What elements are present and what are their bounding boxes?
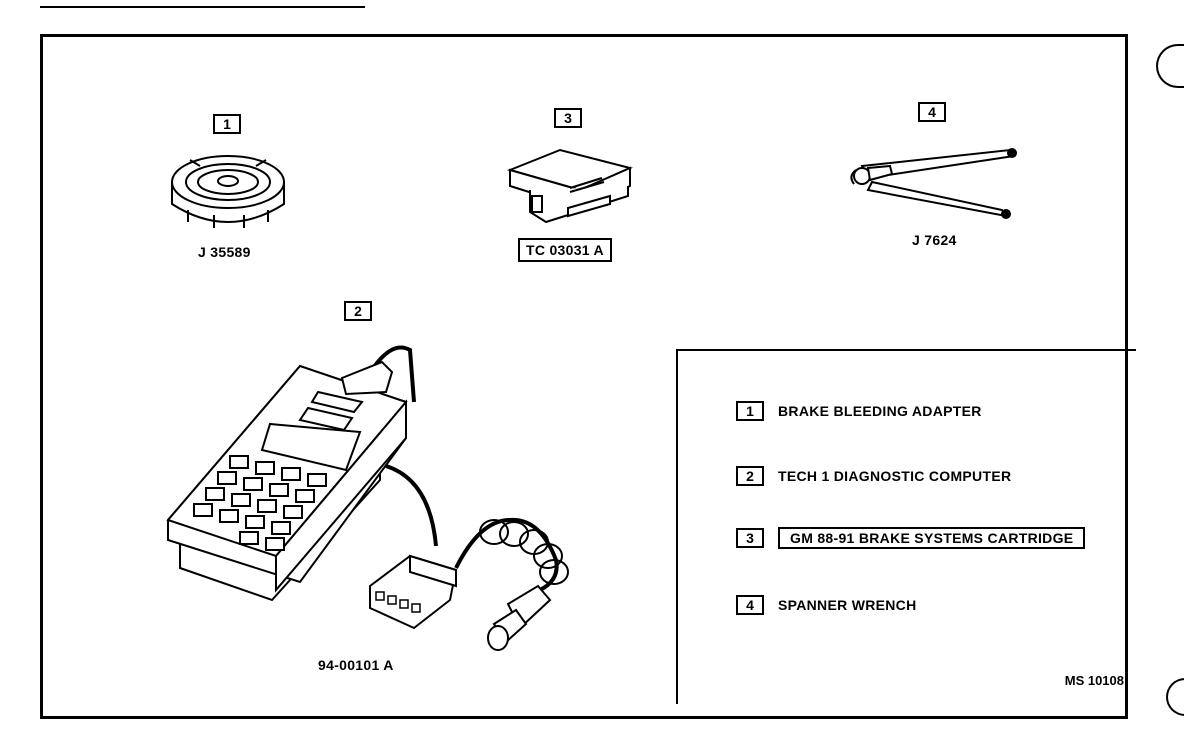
legend-item: 3 GM 88-91 BRAKE SYSTEMS CARTRIDGE [736, 527, 1086, 549]
part-number-2: 94-00101 A [318, 657, 394, 673]
legend-item: 1 BRAKE BLEEDING ADAPTER [736, 400, 982, 422]
figure-frame [40, 34, 1128, 719]
legend-item: 4 SPANNER WRENCH [736, 594, 917, 616]
legend-description: TECH 1 DIAGNOSTIC COMPUTER [778, 468, 1012, 484]
legend-description: BRAKE BLEEDING ADAPTER [778, 403, 982, 419]
part-number-1: J 35589 [198, 244, 251, 260]
callout-4: 4 [918, 102, 946, 122]
callout-1: 1 [213, 114, 241, 134]
part-number-3: TC 03031 A [518, 238, 612, 262]
legend-number: 3 [736, 528, 764, 548]
tech1-computer-icon [166, 345, 569, 651]
legend-description: GM 88-91 BRAKE SYSTEMS CARTRIDGE [778, 527, 1086, 549]
cartridge-icon [506, 148, 634, 224]
legend-number: 4 [736, 595, 764, 615]
part-number-4: J 7624 [912, 232, 957, 248]
callout-3: 3 [554, 108, 582, 128]
legend-number: 1 [736, 401, 764, 421]
legend-item: 2 TECH 1 DIAGNOSTIC COMPUTER [736, 465, 1011, 487]
legend-box: 1 BRAKE BLEEDING ADAPTER 2 TECH 1 DIAGNO… [676, 349, 1136, 704]
top-rule [40, 6, 365, 8]
legend-number: 2 [736, 466, 764, 486]
callout-2: 2 [344, 301, 372, 321]
figure-id: MS 10108 [1064, 673, 1124, 688]
brake-bleeding-adapter-icon [171, 155, 285, 228]
legend-description: SPANNER WRENCH [778, 597, 917, 613]
spanner-wrench-icon [850, 148, 1017, 219]
